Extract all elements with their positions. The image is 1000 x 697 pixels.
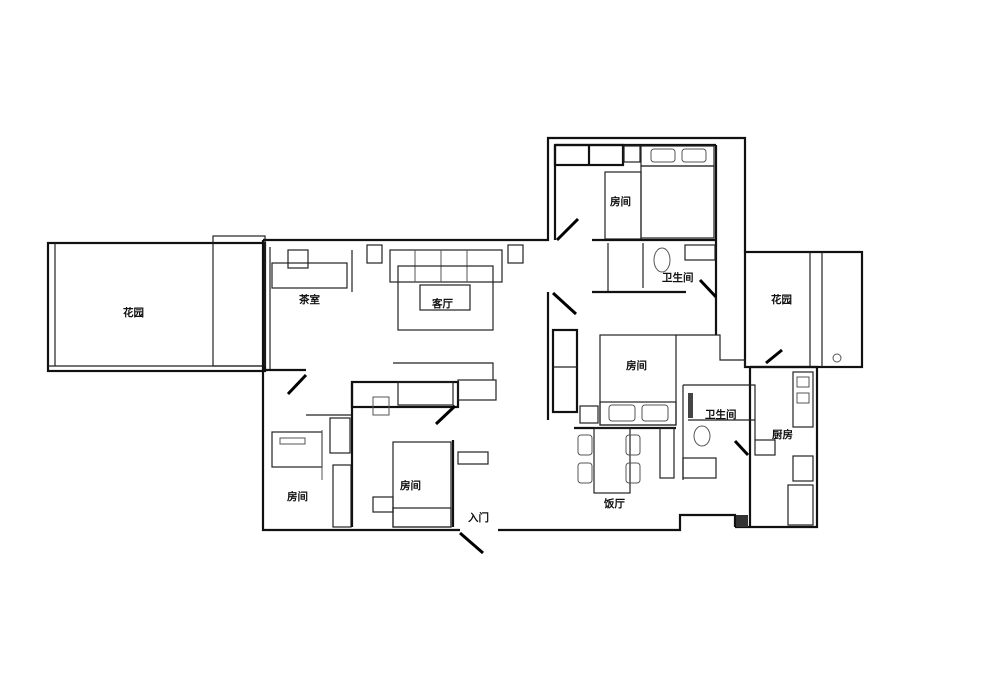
label-bedroom-bottom-left: 房间 [287, 490, 308, 503]
label-garden-left: 花园 [123, 306, 144, 319]
bedroom-top-area [553, 143, 716, 294]
bedroom-lower-area [263, 362, 497, 528]
label-dining-room: 饭厅 [603, 497, 625, 510]
label-living-room: 客厅 [431, 297, 453, 310]
exterior-walls [261, 136, 747, 532]
garden-right-area [743, 250, 864, 369]
living-area [271, 244, 524, 331]
bathroom-middle-area [682, 384, 756, 527]
label-entrance: 入门 [468, 511, 489, 524]
bedroom-middle-area [546, 292, 746, 494]
garden-left-area [46, 235, 267, 373]
label-bathroom-top: 卫生间 [662, 271, 694, 284]
label-garden-right: 花园 [771, 293, 792, 306]
kitchen-area [735, 365, 819, 529]
doors [286, 217, 783, 555]
label-bedroom-top: 房间 [610, 195, 631, 208]
label-bedroom-bottom: 房间 [400, 479, 421, 492]
label-bedroom-middle: 房间 [626, 359, 647, 372]
label-bathroom-middle: 卫生间 [705, 408, 737, 421]
label-kitchen: 厨房 [772, 428, 793, 441]
label-tea-room: 茶室 [298, 293, 320, 306]
